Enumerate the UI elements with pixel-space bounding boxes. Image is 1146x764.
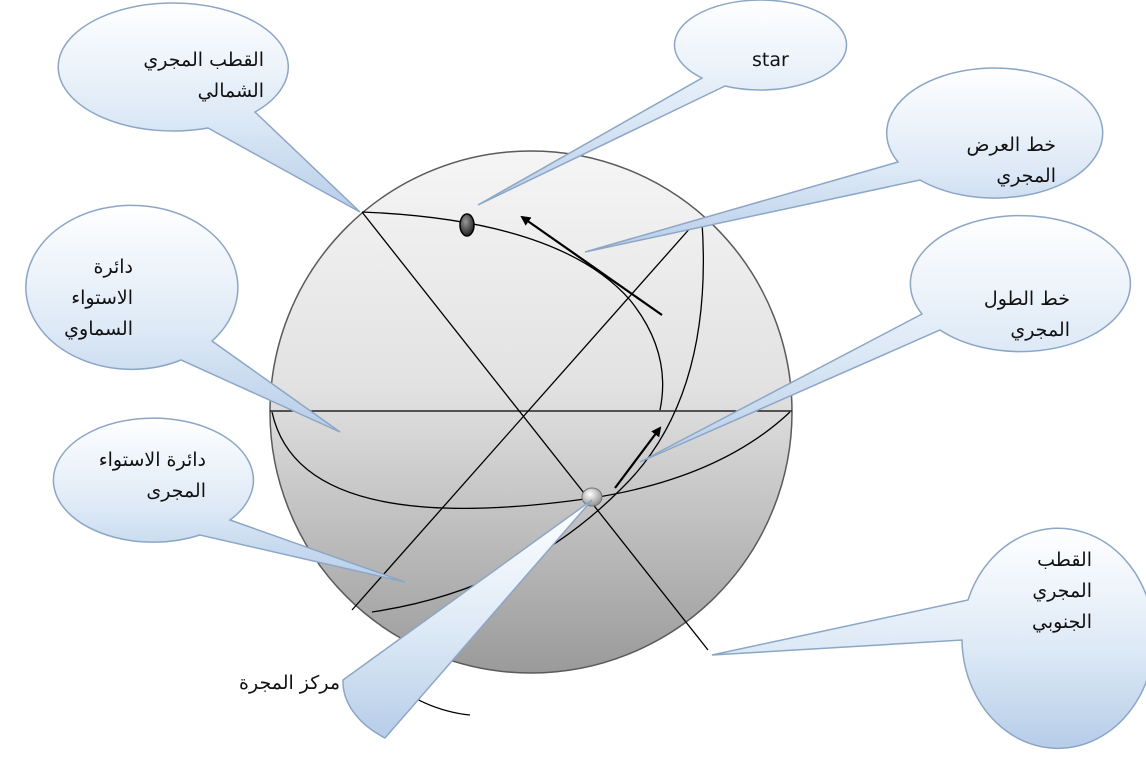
celestial-sphere	[269, 150, 793, 674]
galactic-pole-axis	[361, 211, 709, 651]
label-galactic-center: مركز المجرة	[239, 672, 340, 694]
callout-galactic-longitude	[639, 214, 1132, 463]
longitude-direction-arrow	[614, 426, 662, 489]
callout-galactic-center	[342, 499, 593, 739]
callout-galactic-equator	[52, 417, 406, 583]
star-marker	[459, 213, 475, 237]
label-galactic-longitude: خط الطول المجري	[983, 288, 1070, 341]
label-celestial-equator: دائرة الاستواء السماوي	[64, 256, 133, 340]
callout-south-galactic-pole	[711, 527, 1146, 750]
label-south-galactic-pole: القطب المجري الجنوبي	[1031, 549, 1092, 633]
galactic-equator-curve	[271, 411, 791, 510]
galactic-center-marker	[581, 487, 603, 507]
callout-north-galactic-pole	[57, 2, 361, 213]
callout-celestial-equator	[25, 204, 341, 433]
label-star: star	[752, 49, 789, 71]
label-north-galactic-pole: القطب المجري الشمالي	[143, 49, 264, 102]
callout-galactic-latitude	[584, 67, 1104, 253]
galactic-latitude-curve	[361, 211, 664, 411]
callout-star	[477, 0, 848, 206]
galactic-longitude-curve	[371, 221, 705, 613]
label-galactic-latitude: خط العرض المجري	[966, 134, 1056, 187]
latitude-direction-arrow	[520, 215, 663, 316]
diagonal-line	[351, 225, 693, 611]
label-galactic-equator: دائرة الاستواء المجرى	[98, 449, 206, 502]
